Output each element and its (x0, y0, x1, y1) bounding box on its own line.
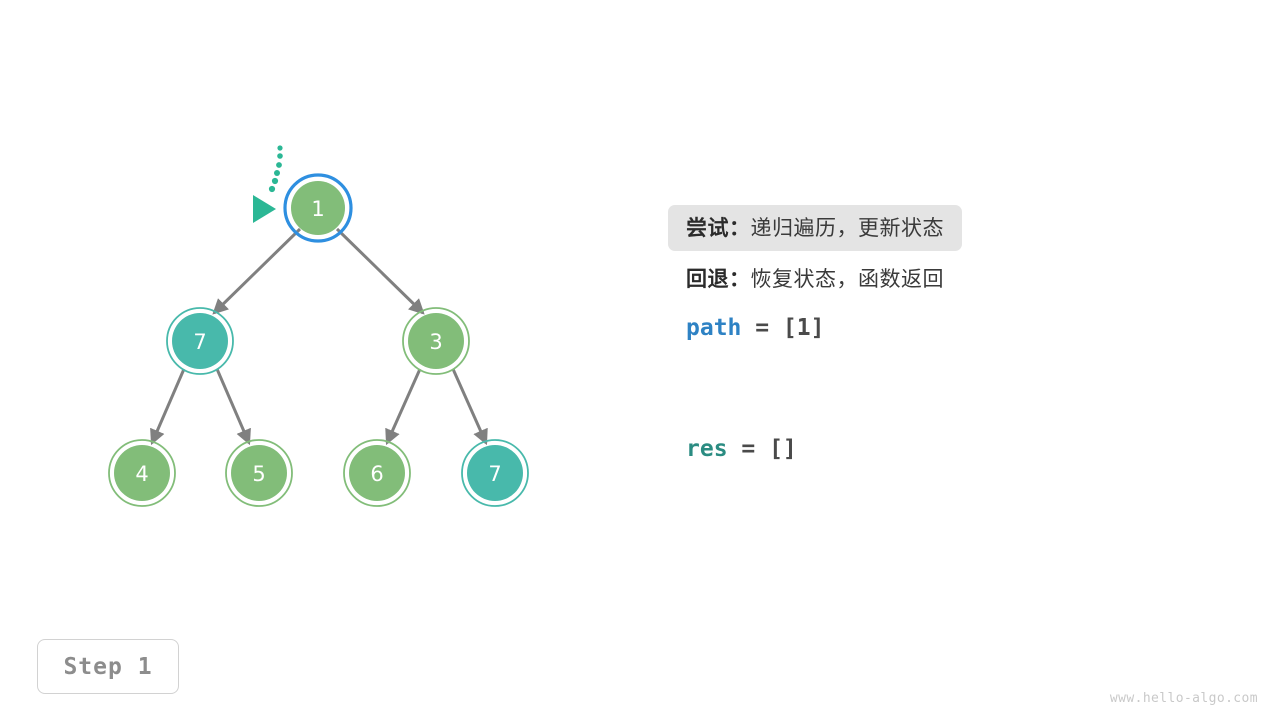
explanation-panel: 尝试：递归遍历，更新状态 回退：恢复状态，函数返回 path = [1] res… (668, 205, 1246, 462)
backtrack-text: 恢复状态，函数返回 (750, 267, 944, 291)
tree-node-5[interactable]: 5 (225, 439, 293, 507)
node-label: 6 (370, 462, 383, 486)
node-circle (291, 181, 345, 235)
pointer-triangle-icon (253, 195, 276, 223)
edge-1-7 (212, 227, 302, 315)
edge-1-3 (335, 227, 425, 315)
res-row: res = [] (686, 436, 1246, 462)
tree-node-7-right[interactable]: 7 (461, 439, 529, 507)
tree-node-1[interactable]: 1 (283, 173, 353, 243)
node-label: 1 (311, 197, 324, 221)
node-label: 5 (252, 462, 265, 486)
path-variable: path (686, 315, 742, 341)
node-label: 4 (135, 462, 148, 486)
step-label: Step 1 (63, 653, 153, 680)
res-variable: res (686, 436, 728, 462)
edge-3-7 (451, 368, 488, 446)
tree-node-4[interactable]: 4 (108, 439, 176, 507)
node-ring (343, 439, 411, 507)
node-label: 7 (488, 462, 501, 486)
node-circle (231, 445, 287, 501)
node-label: 7 (193, 330, 206, 354)
path-row: path = [1] (686, 315, 1246, 341)
backtrack-label: 回退： (686, 267, 751, 291)
node-ring (166, 307, 234, 375)
node-circle (172, 313, 228, 369)
res-value: = [] (727, 436, 797, 462)
edge-7-5 (215, 368, 251, 446)
tree-node-3[interactable]: 3 (402, 307, 470, 375)
watermark: www.hello-algo.com (1109, 691, 1258, 706)
try-label: 尝试： (686, 216, 751, 240)
node-ring (283, 173, 353, 243)
node-ring (225, 439, 293, 507)
tree-edges (150, 227, 488, 446)
backtrack-row: 回退：恢复状态，函数返回 (686, 263, 1246, 293)
node-circle (408, 313, 464, 369)
node-label: 3 (429, 330, 442, 354)
binary-tree-diagram: 1 7 3 4 5 6 7 (108, 145, 529, 507)
node-circle (114, 445, 170, 501)
step-badge: Step 1 (37, 639, 179, 694)
try-row: 尝试：递归遍历，更新状态 (668, 205, 1246, 251)
edge-7-4 (150, 368, 186, 446)
try-text: 递归遍历，更新状态 (750, 216, 944, 240)
node-circle (349, 445, 405, 501)
edge-3-6 (385, 368, 422, 446)
try-highlight-box: 尝试：递归遍历，更新状态 (668, 205, 962, 251)
node-ring (461, 439, 529, 507)
pointer-trail (268, 145, 283, 193)
node-ring (402, 307, 470, 375)
node-ring (108, 439, 176, 507)
tree-node-6[interactable]: 6 (343, 439, 411, 507)
path-value: = [1] (741, 315, 825, 341)
node-circle (467, 445, 523, 501)
tree-node-7-left[interactable]: 7 (166, 307, 234, 375)
